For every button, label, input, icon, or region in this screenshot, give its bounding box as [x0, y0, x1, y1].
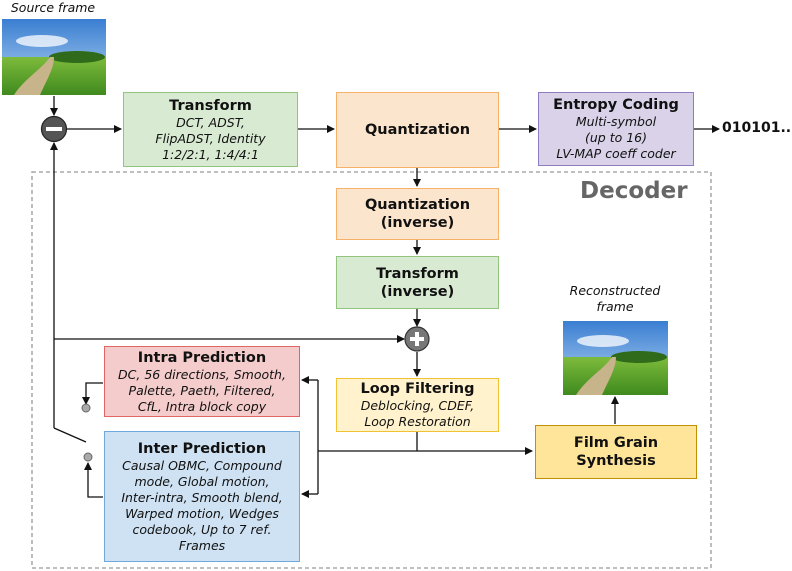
quantization-inverse-block: Quantization (inverse): [336, 188, 499, 240]
transform-inverse-title: Transform: [376, 265, 459, 282]
transform-inverse-block: Transform (inverse): [336, 256, 499, 309]
inter-line: Frames: [178, 537, 226, 553]
film-grain-title: Film Grain: [573, 435, 659, 451]
loop-title: Loop Filtering: [360, 381, 475, 397]
entropy-coding-block: Entropy Coding Multi-symbol (up to 16) L…: [538, 92, 694, 166]
intra-title: Intra Prediction: [137, 349, 267, 366]
output-bitstream: 010101...: [722, 120, 792, 136]
inter-line: mode, Global motion,: [134, 473, 270, 489]
loop-line: Deblocking, CDEF,: [360, 398, 475, 413]
decoder-label: Decoder: [580, 178, 688, 204]
switch-lever: [53, 427, 87, 443]
inter-line: Warped motion, Wedges: [125, 505, 279, 521]
transform-title: Transform: [169, 97, 252, 114]
reconstructed-caption-line: frame: [596, 299, 634, 314]
intra-line: Palette, Paeth, Filtered,: [128, 382, 276, 398]
transform-line: DCT, ADST,: [176, 114, 245, 130]
arrow-inter-to-switch: [84, 462, 103, 498]
switch-contact-inter: [83, 452, 93, 462]
film-grain-synthesis-block: Film Grain Synthesis: [535, 425, 697, 479]
transform-line: 1:2/2:1, 1:4/4:1: [162, 146, 259, 162]
entropy-title: Entropy Coding: [553, 97, 679, 113]
intra-line: DC, 56 directions, Smooth,: [118, 366, 286, 382]
reconstructed-frame-image: [563, 321, 668, 395]
source-frame-image: [2, 19, 106, 95]
intra-line: CfL, Intra block copy: [137, 398, 267, 414]
subtract-icon: [40, 115, 68, 143]
arrow-intra-to-switch: [82, 382, 103, 405]
inter-line: codebook, Up to 7 ref.: [132, 521, 272, 537]
loop-filtering-block: Loop Filtering Deblocking, CDEF, Loop Re…: [336, 378, 499, 432]
quant-inverse-subtitle: (inverse): [380, 215, 455, 231]
transform-line: FlipADST, Identity: [155, 130, 266, 146]
entropy-line: Multi-symbol: [575, 114, 657, 129]
decoder-region: [31, 171, 712, 569]
intra-prediction-block: Intra Prediction DC, 56 directions, Smoo…: [104, 346, 300, 417]
inter-title: Inter Prediction: [137, 440, 267, 457]
source-frame-caption: Source frame: [10, 0, 96, 15]
reconstructed-caption-line: Reconstructed: [569, 283, 661, 298]
inter-prediction-block: Inter Prediction Causal OBMC, Compound m…: [104, 431, 300, 562]
transform-inverse-subtitle: (inverse): [380, 283, 455, 300]
switch-contact-intra: [81, 403, 91, 413]
inter-line: Inter-intra, Smooth blend,: [121, 489, 283, 505]
quantization-block: Quantization: [336, 92, 499, 168]
reconstructed-caption: Reconstructed frame: [555, 283, 675, 315]
film-grain-subtitle: Synthesis: [576, 453, 656, 469]
loop-line: Loop Restoration: [364, 414, 471, 429]
quantization-title: Quantization: [364, 122, 471, 138]
add-icon: [404, 326, 430, 352]
entropy-line: LV-MAP coeff coder: [556, 146, 676, 161]
entropy-line: (up to 16): [584, 130, 647, 145]
quant-inverse-title: Quantization: [364, 197, 471, 213]
transform-block: Transform DCT, ADST, FlipADST, Identity …: [123, 92, 298, 167]
inter-line: Causal OBMC, Compound: [122, 457, 282, 473]
